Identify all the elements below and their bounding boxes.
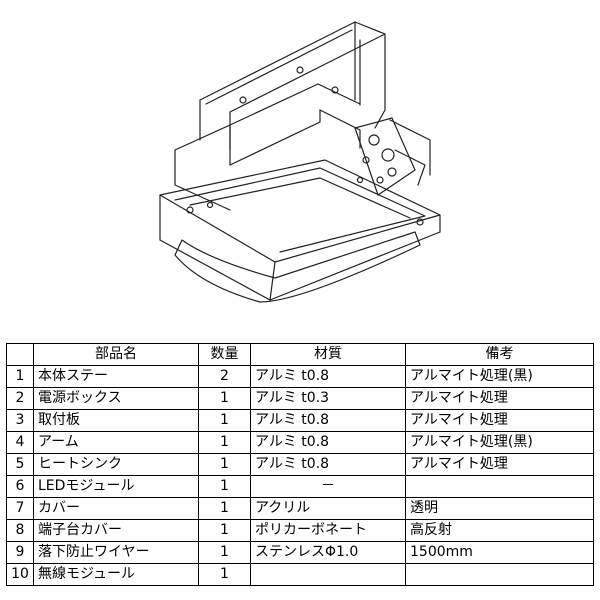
part-name: ヒートシンク [33, 453, 199, 476]
part-quantity: 1 [198, 431, 251, 454]
heatsink [159, 159, 441, 263]
header-quantity: 数量 [198, 343, 251, 366]
row-number: 3 [6, 409, 34, 432]
part-name: 本体ステー [33, 365, 199, 388]
table-row: 8 端子台カバー 1 ポリカーボネート 高反射 [6, 519, 594, 542]
part-remarks [405, 475, 594, 498]
row-number: 4 [6, 431, 34, 454]
part-name: LEDモジュール [33, 475, 199, 498]
part-material: アルミ t0.8 [250, 365, 406, 388]
row-number: 7 [6, 497, 34, 520]
part-remarks: 1500mm [405, 541, 594, 564]
table-row: 7 カバー 1 アクリル 透明 [6, 497, 594, 520]
part-material: アクリル [250, 497, 406, 520]
part-name: 落下防止ワイヤー [33, 541, 199, 564]
table-row: 2 電源ボックス 1 アルミ t0.3 アルマイト処理 [6, 387, 594, 410]
part-quantity: 1 [198, 475, 251, 498]
fixture-drawing [159, 21, 441, 303]
part-remarks: アルマイト処理 [405, 453, 594, 476]
table-row: 10 無線モジュール 1 [6, 563, 594, 586]
part-name: 電源ボックス [33, 387, 199, 410]
table-row: 4 アーム 1 アルミ t0.8 アルマイト処理(黒) [6, 431, 594, 454]
part-quantity: 1 [198, 409, 251, 432]
part-quantity: 1 [198, 519, 251, 542]
header-no [6, 343, 34, 366]
header-material: 材質 [250, 343, 406, 366]
table-header-row: 部品名 数量 材質 備考 [6, 343, 594, 366]
part-quantity: 1 [198, 563, 251, 586]
part-remarks [405, 563, 594, 586]
table-row: 6 LEDモジュール 1 － [6, 475, 594, 498]
parts-table: 部品名 数量 材質 備考 1 本体ステー 2 アルミ t0.8 アルマイト処理(… [6, 343, 594, 586]
part-name: カバー [33, 497, 199, 520]
row-number: 2 [6, 387, 34, 410]
part-remarks: アルマイト処理 [405, 387, 594, 410]
table-row: 9 落下防止ワイヤー 1 ステンレスΦ1.0 1500mm [6, 541, 594, 564]
table-row: 1 本体ステー 2 アルミ t0.8 アルマイト処理(黒) [6, 365, 594, 388]
part-material: アルミ t0.3 [250, 387, 406, 410]
part-material: アルミ t0.8 [250, 409, 406, 432]
header-remarks: 備考 [405, 343, 594, 366]
part-quantity: 1 [198, 453, 251, 476]
part-remarks: アルマイト処理(黒) [405, 365, 594, 388]
part-remarks: 透明 [405, 497, 594, 520]
cover [159, 231, 441, 303]
row-number: 9 [6, 541, 34, 564]
part-quantity: 1 [198, 497, 251, 520]
part-name: 無線モジュール [33, 563, 199, 586]
row-number: 6 [6, 475, 34, 498]
body-stay [199, 21, 386, 151]
part-quantity: 2 [198, 365, 251, 388]
header-part-name: 部品名 [33, 343, 199, 366]
part-quantity: 1 [198, 541, 251, 564]
table-row: 3 取付板 1 アルミ t0.8 アルマイト処理 [6, 409, 594, 432]
part-name: 取付板 [33, 409, 199, 432]
part-material [250, 563, 406, 586]
part-material: ポリカーボネート [250, 519, 406, 542]
part-name: アーム [33, 431, 199, 454]
part-name: 端子台カバー [33, 519, 199, 542]
part-remarks: 高反射 [405, 519, 594, 542]
part-material: ステンレスΦ1.0 [250, 541, 406, 564]
part-material: アルミ t0.8 [250, 431, 406, 454]
part-material: アルミ t0.8 [250, 453, 406, 476]
part-quantity: 1 [198, 387, 251, 410]
row-number: 5 [6, 453, 34, 476]
part-remarks: アルマイト処理(黒) [405, 431, 594, 454]
part-material: － [250, 475, 406, 498]
table-row: 5 ヒートシンク 1 アルミ t0.8 アルマイト処理 [6, 453, 594, 476]
row-number: 10 [6, 563, 34, 586]
mounting-plate [354, 117, 426, 196]
row-number: 1 [6, 365, 34, 388]
part-remarks: アルマイト処理 [405, 409, 594, 432]
row-number: 8 [6, 519, 34, 542]
